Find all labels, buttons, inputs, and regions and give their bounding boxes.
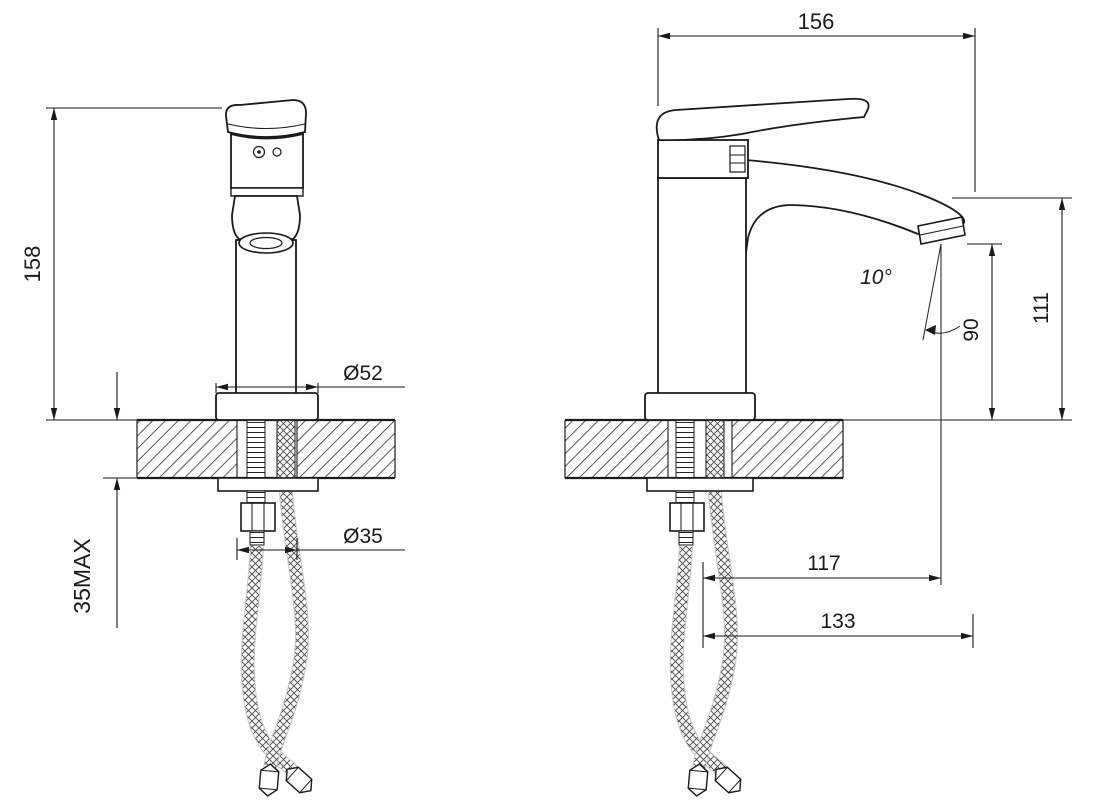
dim-deck-max [103, 372, 137, 628]
front-view: 158 Ø52 35MAX Ø35 [20, 99, 405, 797]
handle-base [230, 132, 304, 189]
arrow-up-icon [1058, 198, 1066, 210]
dim-label-hole-diameter: Ø35 [343, 525, 383, 548]
faucet-side [644, 97, 966, 421]
hose-hex-fitting [258, 763, 280, 797]
dim-outlet-height [967, 243, 1002, 420]
tilted-line [922, 243, 942, 341]
deck-hatch-left [137, 420, 237, 478]
dim-label-deck-max: 35MAX [69, 538, 95, 613]
arrow-right-icon [285, 546, 297, 554]
arrow-right-icon [306, 383, 318, 391]
dim-height-158 [46, 107, 222, 421]
collar-ring [230, 187, 304, 197]
mounting-nut [240, 502, 276, 532]
arrow-up-icon [988, 244, 996, 256]
deck-hatch-right [297, 420, 395, 478]
base-flange [644, 392, 756, 421]
arrow-down-icon [1058, 408, 1066, 420]
dim-base-diameter [215, 383, 405, 393]
arrow-right-icon [963, 32, 975, 40]
arrow-left-icon [658, 32, 670, 40]
arrow-up-icon [113, 478, 121, 490]
mounting-nut [669, 502, 705, 532]
arrow-up-icon [50, 108, 58, 120]
arrow-left-icon [703, 574, 715, 582]
side-view: 10° 156 111 90 [564, 9, 1072, 797]
backnut-washer [646, 477, 754, 492]
threaded-stud [246, 419, 266, 479]
dim-label-overall-length: 156 [798, 9, 835, 34]
threaded-stud [675, 419, 695, 479]
deck-hatch-right [732, 420, 843, 478]
dim-outlet-reach [702, 562, 941, 648]
supply-hoses-front [240, 491, 313, 797]
faucet-column [657, 177, 749, 396]
hose-through-deck [276, 419, 296, 479]
arrow-right-icon [961, 632, 973, 640]
backnut-washer [217, 477, 319, 492]
base-flange [215, 392, 319, 421]
arc-arrow-icon [925, 325, 936, 335]
button-detail [272, 147, 282, 157]
arrow-right-icon [929, 574, 941, 582]
dim-label-spout-top-height: 111 [1030, 292, 1053, 324]
dim-label-outlet-reach: 117 [807, 552, 840, 575]
hose-hex-fitting [285, 766, 313, 794]
supply-hoses-side [669, 491, 742, 797]
dim-label-outlet-height: 90 [960, 318, 983, 341]
hose-b [264, 491, 308, 770]
mounting-deck-front [136, 418, 396, 480]
mounting-deck-side [564, 418, 844, 480]
outlet-angle-construction [922, 243, 961, 585]
dim-label-outlet-angle: 10° [860, 266, 892, 289]
hose-b [693, 491, 737, 770]
arrow-left-icon [237, 546, 249, 554]
dim-label-base-diameter: Ø52 [343, 362, 383, 385]
arrow-down-icon [50, 408, 58, 420]
hose-hex-fitting [714, 766, 742, 794]
handle-cap [225, 99, 307, 138]
faucet-column [235, 239, 297, 396]
arrow-down-icon [988, 408, 996, 420]
dim-label-height: 158 [20, 246, 45, 283]
arrow-down-icon [113, 408, 121, 420]
cartridge-detail [729, 145, 746, 173]
dim-tip-reach [703, 614, 974, 648]
dim-hole-diameter [236, 538, 405, 560]
aerator-face [249, 236, 283, 250]
hose-through-deck [705, 419, 725, 479]
faucet-front [215, 99, 319, 421]
dim-spout-top-height [952, 197, 1072, 420]
arrow-left-icon [216, 383, 228, 391]
hose-hex-fitting [687, 763, 709, 797]
dim-label-tip-reach: 133 [820, 610, 855, 633]
spout-cup [231, 195, 301, 240]
dim-overall-length [657, 28, 976, 192]
handle-lever [655, 97, 870, 142]
deck-hatch-left [565, 420, 668, 478]
arrow-left-icon [703, 632, 715, 640]
